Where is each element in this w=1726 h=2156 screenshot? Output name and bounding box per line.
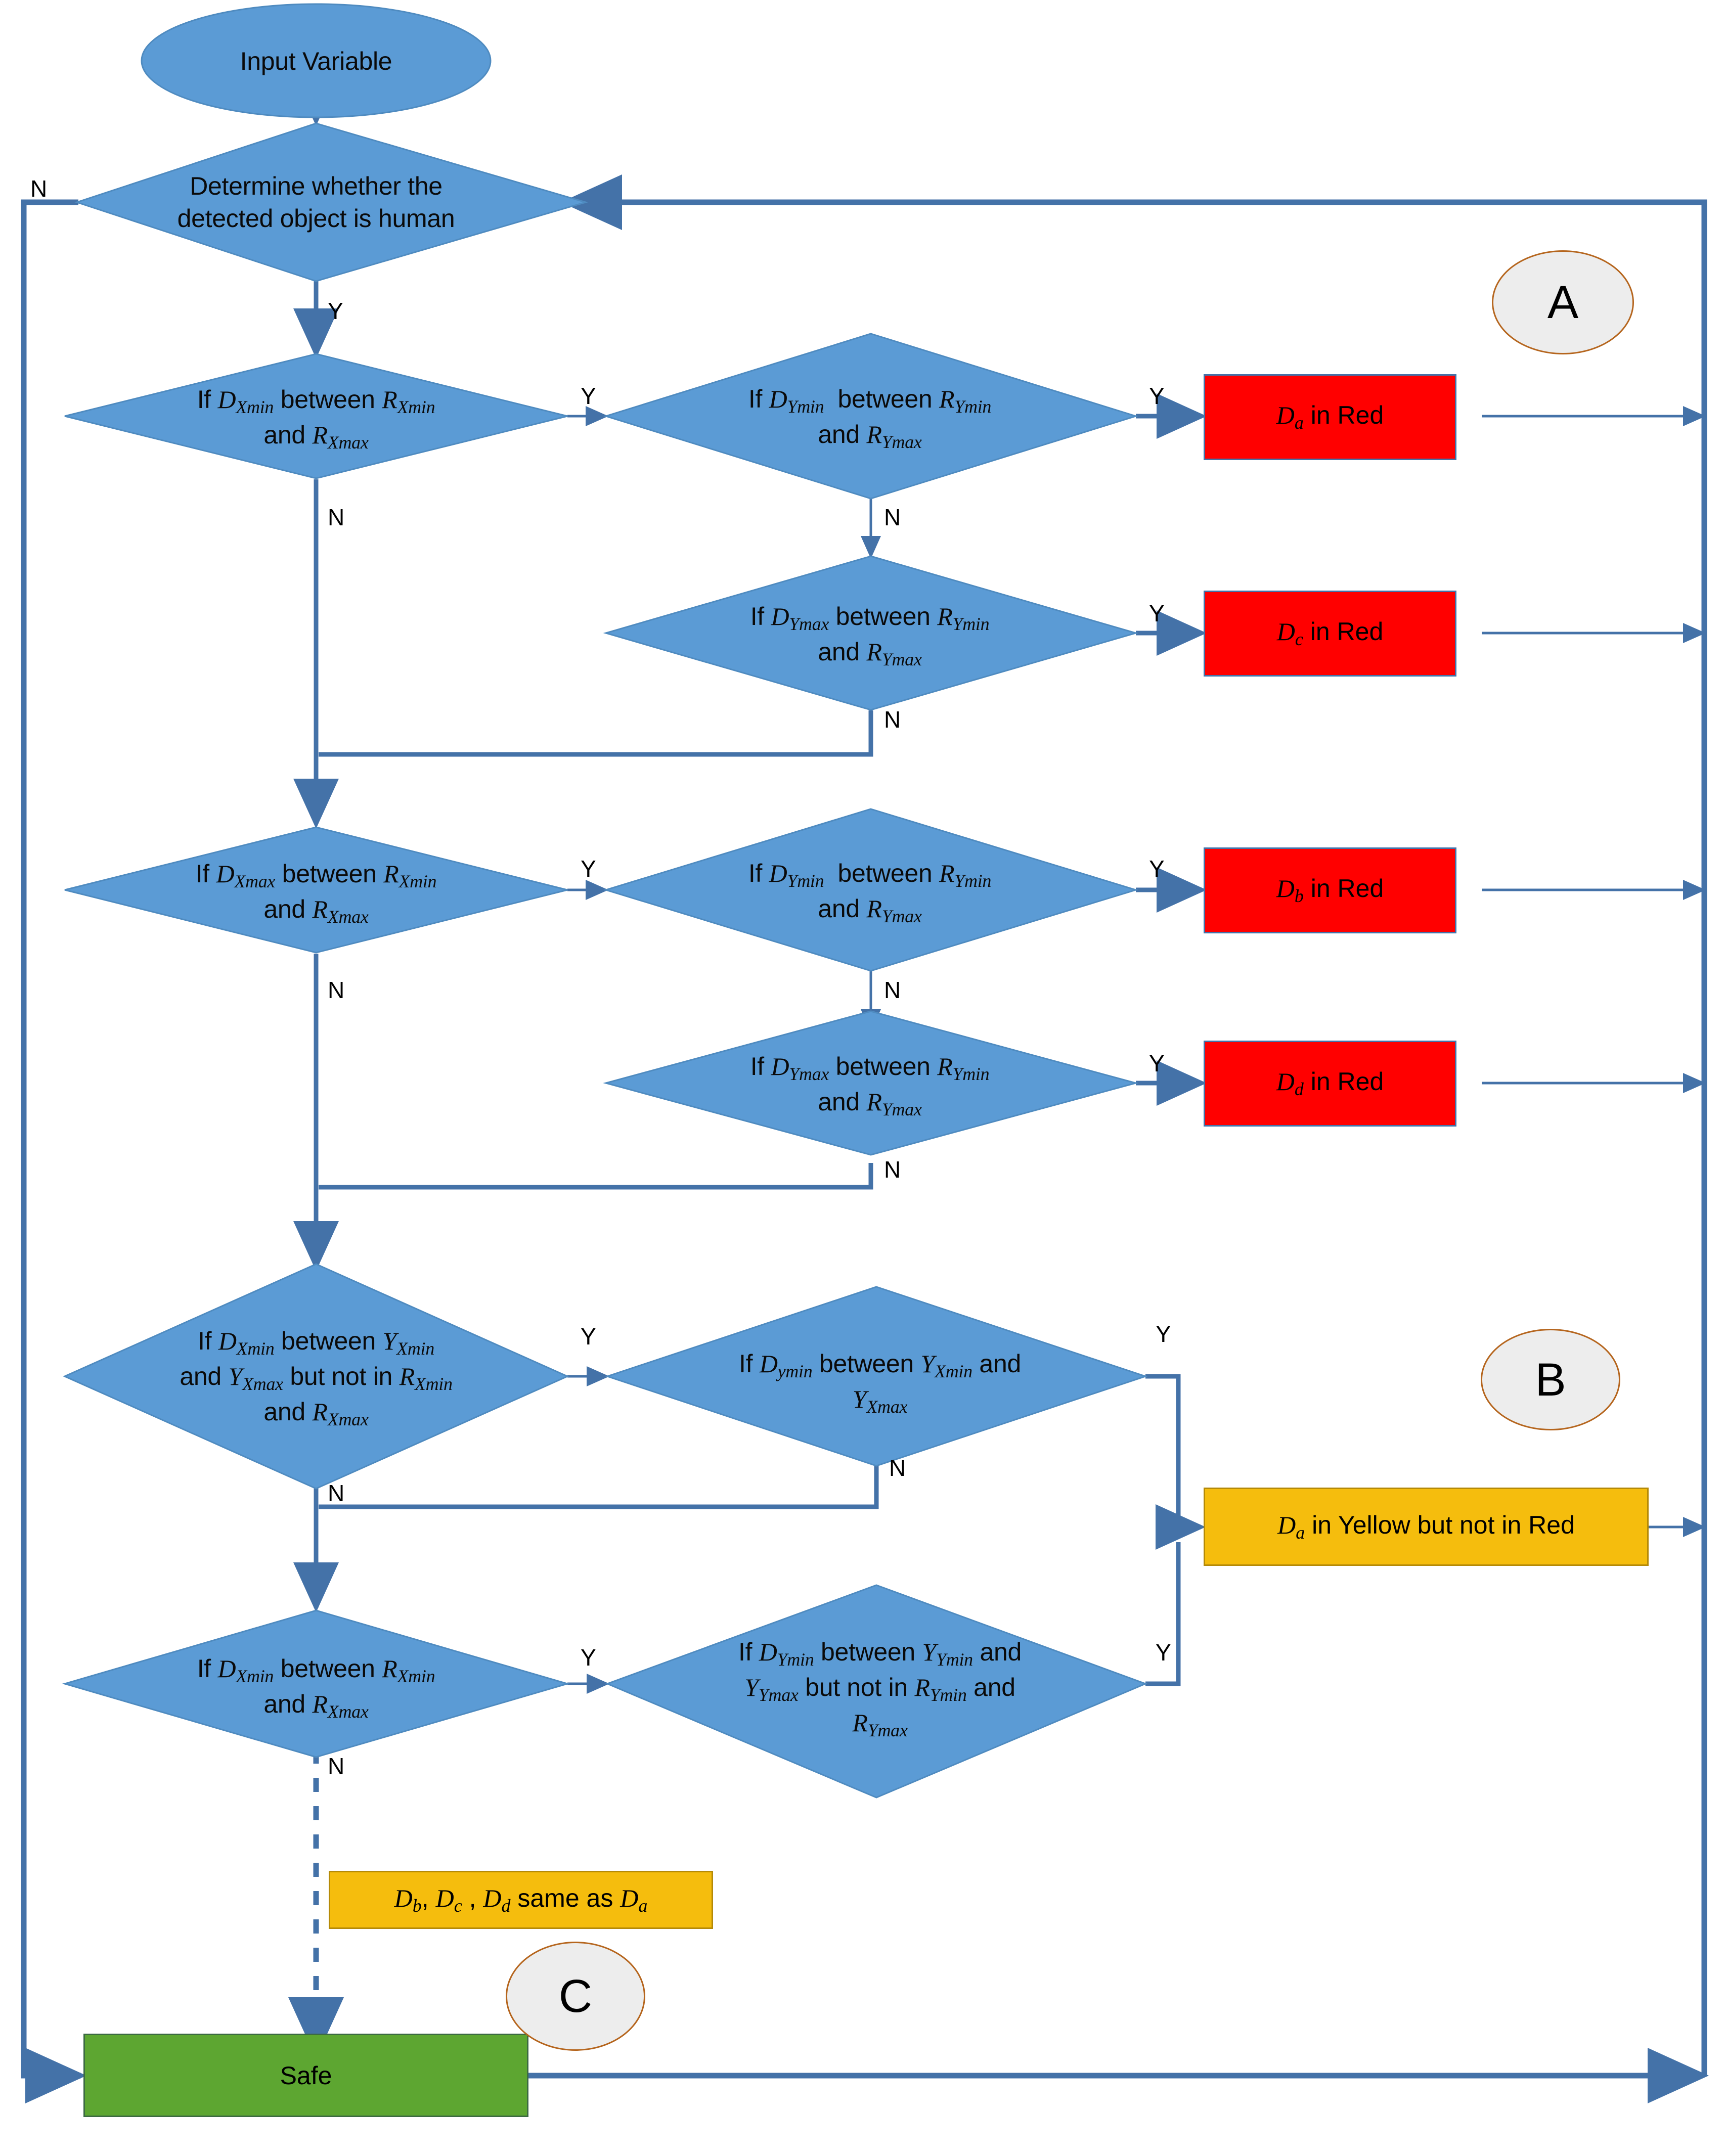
edge-label-human-yes: Y <box>328 298 343 324</box>
edge-label-dymaxr2-no: N <box>884 1156 901 1183</box>
diamond-dxmin-in-r <box>64 353 568 479</box>
diamond-dymin-in-r-1-label: If DYmin between RYmin and RYmax <box>748 384 992 453</box>
output-dd-red[interactable]: Dd in Red <box>1204 1041 1456 1127</box>
edge-label-dyminy-yes: Y <box>1156 1321 1171 1347</box>
diamond-dxmin-in-r-second-label: If DXmin between RXmin and RXmax <box>197 1654 435 1722</box>
output-db-red[interactable]: Db in Red <box>1204 847 1456 933</box>
start-ellipse <box>141 3 492 118</box>
edge-label-dymaxr2-yes: Y <box>1149 1050 1165 1076</box>
diamond-dxmin-in-r-label: If DXmin between RXmin and RXmax <box>197 385 435 453</box>
edge-label-dxmaxr-yes: Y <box>581 856 596 882</box>
diamond-dymin-in-r-1 <box>603 333 1139 500</box>
output-dc-red[interactable]: Dc in Red <box>1204 591 1456 677</box>
diamond-dxmin-in-r-second <box>62 1609 570 1758</box>
diamond-determine-human <box>74 122 589 282</box>
diamond-dymin-in-r-2-label: If DYmin between RYmin and RYmax <box>748 859 992 927</box>
edge-label-dxminy-no: N <box>328 1480 345 1506</box>
diamond-dymin-in-y-not-r <box>605 1584 1148 1799</box>
start-label: Input Variable <box>240 47 392 75</box>
edge-label-dyminy-no: N <box>889 1455 906 1481</box>
output-safe[interactable]: Safe <box>83 2034 528 2117</box>
edge-label-dxminr2-yes: Y <box>581 1644 596 1671</box>
diamond-dymin-in-r-2 <box>603 808 1139 972</box>
diamond-dymin-in-y <box>605 1286 1148 1467</box>
diamond-determine-human-label: Determine whether the detected object is… <box>177 172 455 233</box>
marker-b: B <box>1481 1329 1620 1430</box>
edge-label-dyminr1-no: N <box>884 504 901 530</box>
edge-label-human-no: N <box>30 175 48 202</box>
note-same-as-da: Db, Dc , Dd same as Da <box>329 1871 713 1929</box>
edge-label-dyminr2-yes: Y <box>1149 856 1165 882</box>
shape-layer <box>62 3 1148 1799</box>
edge-label-dyminy2-yes: Y <box>1156 1639 1171 1666</box>
diamond-dymin-in-y-not-r-label: If DYmin between YYmin and YYmax but not… <box>738 1637 1022 1741</box>
edge-label-dxminr-yes: Y <box>581 383 596 409</box>
diamond-dymin-in-y-label: If Dymin between YXmin and YXmax <box>739 1349 1021 1417</box>
edge-label-dxminy-yes: Y <box>581 1323 596 1350</box>
edge-label-dxminr2-no: N <box>328 1753 345 1779</box>
edge-label-dxmaxr-no: N <box>328 977 345 1003</box>
edge-label-dymaxr1-no: N <box>884 706 901 733</box>
edge-label-dxminr-no: N <box>328 504 345 530</box>
diamond-dymax-in-r-2 <box>603 1010 1139 1156</box>
diamond-dymax-in-r-1 <box>603 555 1139 711</box>
output-da-red[interactable]: Da in Red <box>1204 374 1456 460</box>
diamond-dymax-in-r-2-label: If DYmax between RYmin and RYmax <box>750 1052 990 1120</box>
edge-label-dymaxr1-yes: Y <box>1149 600 1165 626</box>
diamond-dymax-in-r-1-label: If DYmax between RYmin and RYmax <box>750 602 990 670</box>
marker-a: A <box>1492 250 1634 354</box>
edge-label-dyminr2-no: N <box>884 977 901 1003</box>
diamond-dxmax-in-r <box>64 826 568 954</box>
diamond-dxmin-in-y-not-r <box>63 1263 569 1490</box>
marker-c: C <box>506 1942 645 2051</box>
diamond-dxmax-in-r-label: If DXmax between RXmin and RXmax <box>195 859 437 927</box>
diamond-dxmin-in-y-not-r-label: If DXmin between YXmin and YXmax but not… <box>180 1326 453 1430</box>
output-da-yellow[interactable]: Da in Yellow but not in Red <box>1204 1488 1649 1566</box>
edge-label-dyminr1-yes: Y <box>1149 383 1165 409</box>
